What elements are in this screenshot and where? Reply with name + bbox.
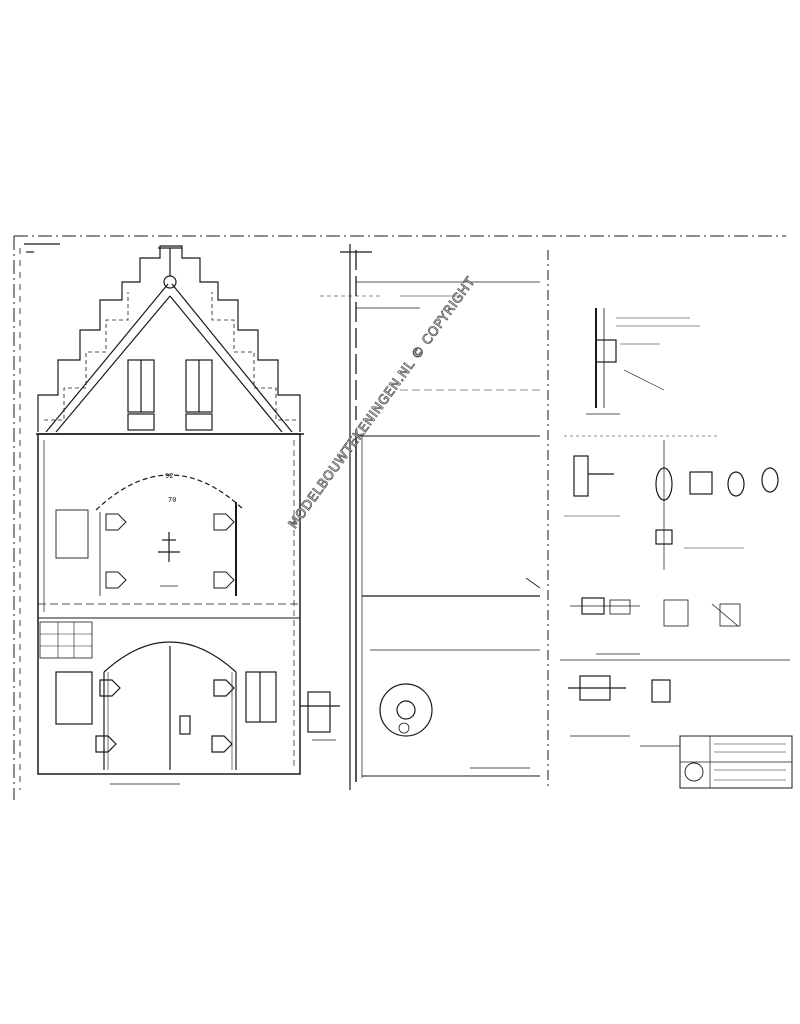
- detail-drawings: [560, 308, 790, 747]
- sheet-border: [13, 235, 786, 800]
- title-block: [679, 735, 793, 789]
- dimension-label: 92: [165, 472, 173, 480]
- gable-elevation: [36, 245, 304, 435]
- facade-main: [37, 433, 301, 785]
- side-section: [320, 250, 541, 782]
- side-detail: [300, 691, 340, 741]
- dimension-label: 70: [168, 496, 176, 504]
